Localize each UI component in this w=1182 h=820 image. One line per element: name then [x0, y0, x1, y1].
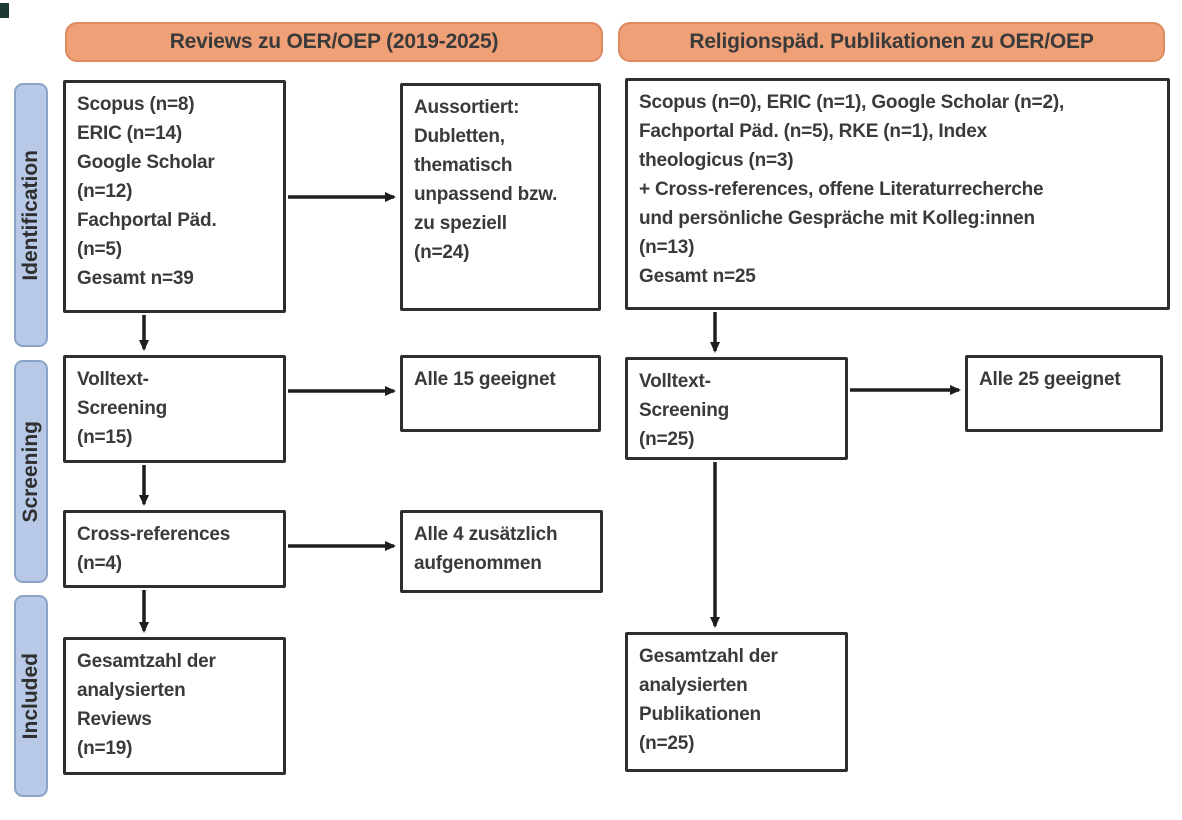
box-right-fulltext-result: Alle 25 geeignet [965, 355, 1163, 432]
box-text-line: (n=12) [77, 181, 133, 202]
box-text-line: (n=13) [639, 237, 695, 258]
box-text-line: analysierten [639, 675, 748, 696]
box-text-line: Gesamt n=25 [639, 266, 756, 287]
column-header-reviews: Reviews zu OER/OEP (2019-2025) [65, 22, 603, 62]
box-text-line: Scopus (n=0), ERIC (n=1), Google Scholar… [639, 92, 1065, 113]
box-text-line: theologicus (n=3) [639, 150, 794, 171]
box-text-line: Publikationen [639, 704, 761, 725]
stage-label-identification: Identification [14, 83, 48, 347]
box-text-line: Alle 25 geeignet [979, 369, 1121, 390]
box-text-line: + Cross-references, offene Literaturrech… [639, 179, 1044, 200]
box-left-identification-sources: Scopus (n=8) ERIC (n=14) Google Scholar (n=… [63, 80, 286, 313]
box-text-line: Fachportal Päd. (n=5), RKE (n=1), Index [639, 121, 987, 142]
box-text-line: Volltext- [639, 371, 711, 392]
box-text-line: Gesamtzahl der [639, 646, 778, 667]
box-text-line: Fachportal Päd. [77, 210, 217, 231]
box-text-line: ERIC (n=14) [77, 123, 182, 144]
box-text-line: (n=25) [639, 733, 695, 754]
stage-label-included-text: Included [19, 652, 42, 740]
box-text-line: Reviews [77, 709, 152, 730]
box-text-line: Alle 15 geeignet [414, 369, 556, 390]
box-text-line: Cross-references [77, 524, 231, 545]
box-text-line: Alle 4 zusätzlich [414, 524, 558, 545]
box-left-crossreferences: Cross-references (n=4) [63, 510, 286, 588]
box-text-line: Google Scholar [77, 152, 215, 173]
box-text-line: (n=19) [77, 738, 133, 759]
box-text-line: Gesamtzahl der [77, 651, 216, 672]
box-left-crossreferences-result: Alle 4 zusätzlich aufgenommen [400, 510, 603, 593]
box-text-line: (n=4) [77, 553, 122, 574]
box-text-line: thematisch [414, 155, 513, 176]
box-left-fulltext-screening: Volltext- Screening (n=15) [63, 355, 286, 463]
box-text-line: zu speziell [414, 213, 507, 234]
box-text-line: Screening [639, 400, 730, 421]
stage-label-screening: Screening [14, 360, 48, 583]
column-header-reviews-label: Reviews zu OER/OEP (2019-2025) [169, 30, 499, 53]
stage-label-identification-text: Identification [19, 149, 42, 281]
box-text-line: (n=24) [414, 242, 470, 263]
column-header-religionspaed-label: Religionspäd. Publikationen zu OER/OEP [689, 30, 1094, 53]
box-left-fulltext-result: Alle 15 geeignet [400, 355, 601, 432]
box-text-line: Dubletten, [414, 126, 505, 147]
box-right-fulltext-screening: Volltext- Screening (n=25) [625, 357, 848, 460]
corner-mark [0, 3, 9, 18]
box-text-line: Aussortiert: [414, 97, 520, 118]
box-text-line: analysierten [77, 680, 186, 701]
stage-label-screening-text: Screening [19, 420, 42, 523]
box-text-line: Screening [77, 398, 168, 419]
box-text-line: unpassend bzw. [414, 184, 558, 205]
box-right-identification-sources: Scopus (n=0), ERIC (n=1), Google Scholar… [625, 78, 1170, 310]
column-header-religionspaed: Religionspäd. Publikationen zu OER/OEP [618, 22, 1165, 62]
box-text-line: (n=5) [77, 239, 122, 260]
box-text-line: (n=15) [77, 427, 133, 448]
box-text-line: aufgenommen [414, 553, 542, 574]
box-text-line: Volltext- [77, 369, 149, 390]
box-text-line: (n=25) [639, 429, 695, 450]
box-text-line: und persönliche Gespräche mit Kolleg:inn… [639, 208, 1035, 229]
box-left-excluded: Aussortiert: Dubletten, thematisch unpassen… [400, 83, 601, 311]
stage-label-included: Included [14, 595, 48, 797]
box-text-line: Scopus (n=8) [77, 94, 195, 115]
box-text-line: Gesamt n=39 [77, 268, 194, 289]
